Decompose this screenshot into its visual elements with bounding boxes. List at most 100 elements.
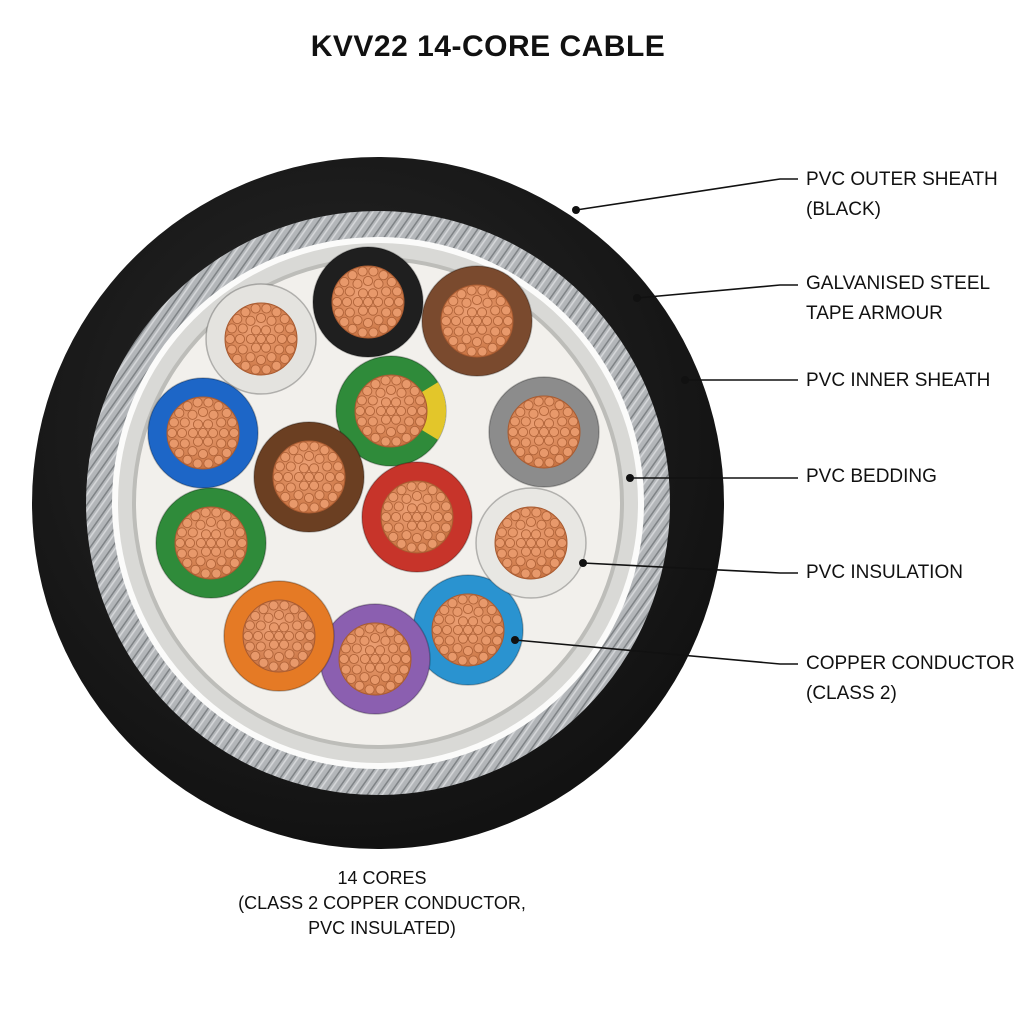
copper-strand xyxy=(462,624,474,636)
copper-strand xyxy=(495,335,506,346)
copper-strand xyxy=(467,633,479,644)
copper-strand xyxy=(298,502,309,513)
copper-strand xyxy=(415,416,426,427)
copper-strand xyxy=(386,277,397,288)
copper-strand xyxy=(515,446,526,457)
copper-strand xyxy=(297,611,308,622)
copper-strand xyxy=(356,395,367,406)
copper-strand xyxy=(509,437,520,448)
copper-strand xyxy=(442,305,453,316)
leader-outer-sheath xyxy=(575,178,798,211)
copper-strand xyxy=(297,650,308,661)
core-9-green xyxy=(155,487,267,599)
copper-strand xyxy=(285,482,296,493)
copper-strand xyxy=(288,445,299,456)
copper-strand xyxy=(375,387,386,398)
copper-strand xyxy=(432,511,444,523)
copper-strand xyxy=(298,480,310,491)
copper-strand xyxy=(417,481,428,492)
copper-strand xyxy=(303,641,314,652)
copper-strand xyxy=(393,673,404,684)
copper-strand xyxy=(308,463,320,474)
caption-line: PVC INSULATED) xyxy=(308,918,456,938)
copper-strand xyxy=(395,405,407,417)
copper-strand xyxy=(523,453,534,464)
copper-strand xyxy=(202,419,214,430)
copper-strand xyxy=(453,305,464,316)
copper-strand xyxy=(502,315,514,327)
copper-strand xyxy=(509,416,520,427)
copper-strand xyxy=(476,307,488,318)
copper-strand xyxy=(530,529,542,540)
copper-strand xyxy=(351,643,362,654)
copper-strand xyxy=(339,316,350,327)
copper-strand xyxy=(391,436,402,447)
copper-strand xyxy=(273,630,285,642)
core-11-green-yellow xyxy=(335,355,447,467)
copper-strand xyxy=(227,417,238,428)
copper-strand xyxy=(538,426,550,438)
copper-strand xyxy=(271,360,282,371)
copper-strand xyxy=(255,620,266,631)
copper-strand xyxy=(538,405,550,417)
copper-strand xyxy=(284,649,295,660)
copper-strand xyxy=(473,606,484,617)
copper-strand xyxy=(341,296,353,308)
label-line: PVC OUTER SHEATH xyxy=(806,169,998,190)
copper-strand xyxy=(525,537,537,549)
copper-strand xyxy=(255,641,266,652)
copper-strand xyxy=(215,537,227,549)
copper-strand xyxy=(174,447,185,458)
label-line: (CLASS 2) xyxy=(806,683,897,704)
copper-strand xyxy=(401,432,412,443)
copper-strand xyxy=(496,527,507,538)
copper-strand xyxy=(368,327,379,338)
copper-strand xyxy=(232,353,243,364)
copper-strand xyxy=(439,605,450,616)
copper-strand xyxy=(378,323,389,334)
copper-strand xyxy=(392,307,403,318)
copper-strand xyxy=(250,325,262,336)
copper-strand xyxy=(179,438,190,449)
copper-strand xyxy=(168,438,179,449)
copper-strand xyxy=(481,614,492,625)
copper-strand xyxy=(533,435,545,446)
copper-strand xyxy=(388,492,399,503)
copper-strand xyxy=(344,307,355,318)
copper-strand xyxy=(533,396,544,407)
copper-strand xyxy=(282,471,294,483)
copper-strand xyxy=(364,405,376,417)
copper-strand xyxy=(263,630,275,642)
copper-strand xyxy=(347,270,358,281)
copper-strand xyxy=(502,557,513,568)
copper-strand xyxy=(182,557,193,568)
copper-strand xyxy=(374,662,386,673)
copper-strand xyxy=(288,498,299,509)
leader-dot-armour xyxy=(633,294,641,302)
core-4-white xyxy=(205,283,317,395)
copper-strand xyxy=(531,507,542,518)
copper-strand xyxy=(285,323,296,334)
copper-strand xyxy=(203,397,214,408)
copper-strand xyxy=(242,630,254,642)
copper-strand xyxy=(260,342,272,353)
copper-strand xyxy=(375,424,386,435)
copper-strand xyxy=(442,511,454,523)
copper-strand xyxy=(293,471,305,483)
copper-strand xyxy=(466,324,478,335)
copper-strand xyxy=(380,436,391,447)
copper-strand xyxy=(373,278,384,289)
copper-strand xyxy=(478,651,489,662)
copper-strand xyxy=(375,623,386,634)
copper-strand xyxy=(356,416,367,427)
copper-strand xyxy=(421,511,433,523)
copper-strand xyxy=(544,396,555,407)
copper-strand xyxy=(364,684,375,695)
copper-strand xyxy=(176,527,187,538)
copper-strand xyxy=(227,438,238,449)
copper-strand xyxy=(333,482,344,493)
copper-strand xyxy=(533,457,544,468)
copper-strand xyxy=(457,655,468,666)
copper-strand xyxy=(385,680,396,691)
core-stripe xyxy=(421,382,446,440)
